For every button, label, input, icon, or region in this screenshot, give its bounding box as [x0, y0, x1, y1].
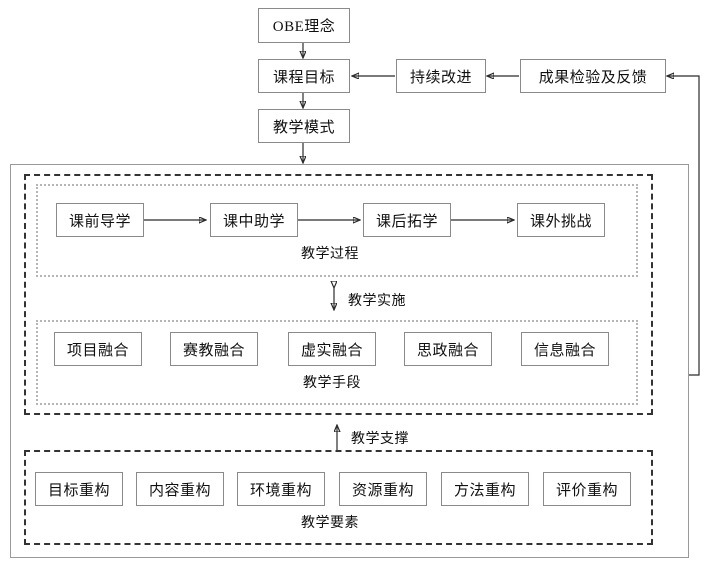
- node-process-3[interactable]: 课后拓学: [363, 203, 451, 237]
- node-element-5[interactable]: 方法重构: [441, 472, 529, 506]
- node-element-4[interactable]: 资源重构: [339, 472, 427, 506]
- outer-container: [10, 164, 689, 558]
- node-process-2[interactable]: 课中助学: [210, 203, 298, 237]
- node-element-1[interactable]: 目标重构: [35, 472, 123, 506]
- node-method-1[interactable]: 项目融合: [54, 332, 142, 366]
- node-element-3[interactable]: 环境重构: [237, 472, 325, 506]
- node-element-2[interactable]: 内容重构: [136, 472, 224, 506]
- methods-group-label: 教学手段: [303, 376, 361, 391]
- node-method-2[interactable]: 赛教融合: [170, 332, 258, 366]
- edge-label-implementation: 教学实施: [348, 294, 406, 309]
- node-method-5[interactable]: 信息融合: [521, 332, 609, 366]
- methods-dotted-container: [36, 320, 638, 405]
- node-course-goal[interactable]: 课程目标: [258, 59, 350, 93]
- node-method-3[interactable]: 虚实融合: [288, 332, 376, 366]
- implementation-dashed-container: [24, 174, 653, 415]
- process-group-label: 教学过程: [301, 247, 359, 262]
- node-process-1[interactable]: 课前导学: [56, 203, 144, 237]
- node-process-4[interactable]: 课外挑战: [517, 203, 605, 237]
- process-dotted-container: [36, 184, 638, 277]
- node-outcome-feedback[interactable]: 成果检验及反馈: [520, 59, 666, 93]
- edge-label-support: 教学支撑: [351, 432, 409, 447]
- node-element-6[interactable]: 评价重构: [543, 472, 631, 506]
- node-obe-concept[interactable]: OBE理念: [258, 8, 350, 43]
- node-continuous-improvement[interactable]: 持续改进: [396, 59, 486, 93]
- elements-dashed-container: [24, 450, 653, 545]
- node-method-4[interactable]: 思政融合: [404, 332, 492, 366]
- node-teaching-mode[interactable]: 教学模式: [258, 109, 350, 143]
- elements-group-label: 教学要素: [301, 516, 359, 531]
